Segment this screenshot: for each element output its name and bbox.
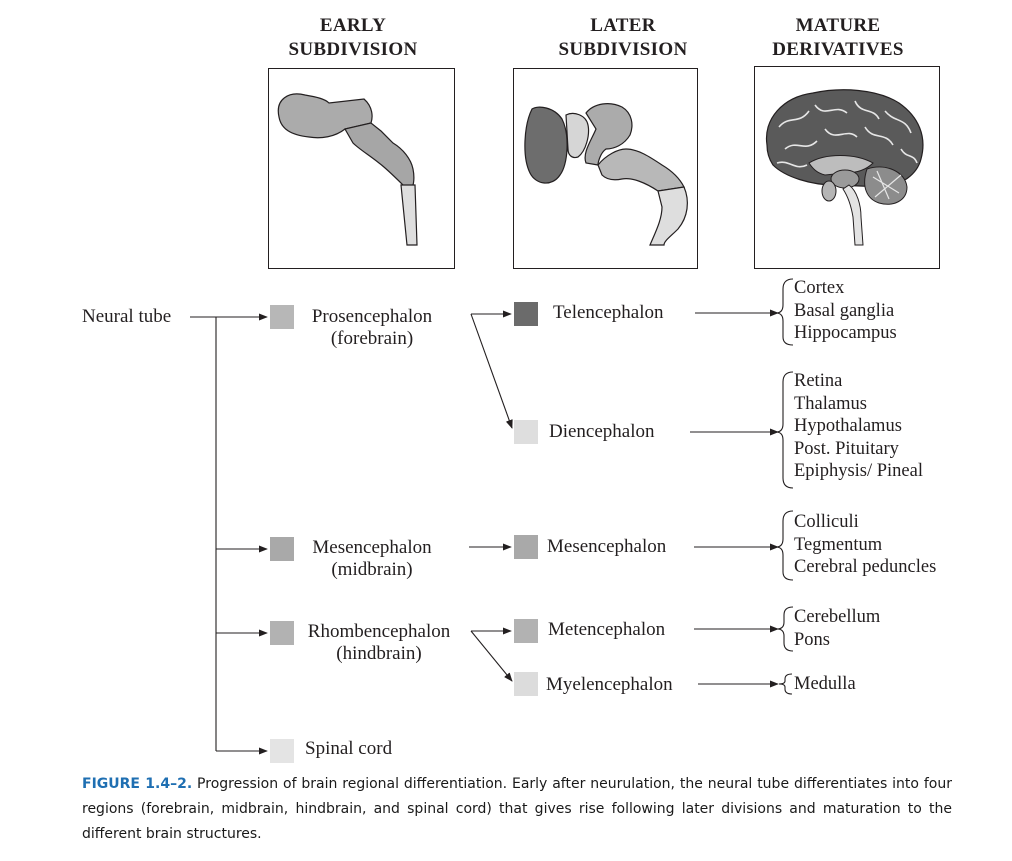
mesencephalon-later-swatch bbox=[514, 535, 538, 559]
myelencephalon-derivatives-list: Medulla bbox=[794, 673, 856, 696]
early-neural-tube-drawing bbox=[277, 93, 418, 246]
brace-myelencephalon bbox=[778, 673, 793, 695]
derivative-item: Medulla bbox=[794, 674, 856, 694]
header-early-line1: EARLY bbox=[319, 15, 387, 36]
telencephalon-swatch bbox=[514, 302, 538, 326]
derivative-item: Thalamus bbox=[794, 393, 867, 414]
header-mature-derivatives: MATURE DERIVATIVES bbox=[738, 14, 938, 62]
derivative-item: Cerebellum bbox=[794, 607, 881, 627]
metencephalon-swatch bbox=[514, 619, 538, 643]
derivative-item: Cerebral peduncles bbox=[794, 557, 937, 577]
derivative-item: Retina bbox=[794, 371, 843, 391]
brain-sagittal-drawing bbox=[765, 89, 924, 246]
prosencephalon-common-name: (forebrain) bbox=[330, 328, 414, 349]
myelencephalon-label: Myelencephalon bbox=[546, 674, 673, 695]
diencephalon-swatch bbox=[514, 420, 538, 444]
later-neural-tube-drawing bbox=[524, 103, 688, 246]
later-embryo-illustration bbox=[513, 68, 698, 269]
neural-tube-label: Neural tube bbox=[82, 306, 172, 327]
header-later-line1: LATER bbox=[590, 15, 656, 36]
header-mature-line1: MATURE bbox=[795, 15, 881, 36]
rhombencephalon-name: Rhombencephalon bbox=[307, 621, 451, 642]
spinal-cord-label: Spinal cord bbox=[305, 738, 393, 759]
mesencephalon-derivatives-list: Colliculi Tegmentum Cerebral peduncles bbox=[794, 511, 936, 579]
brace-mesencephalon bbox=[775, 510, 794, 581]
early-embryo-illustration bbox=[268, 68, 455, 269]
prosencephalon-swatch bbox=[270, 305, 294, 329]
derivative-item: Pons bbox=[794, 629, 830, 650]
rhombencephalon-common-name: (hindbrain) bbox=[336, 643, 422, 664]
derivative-item: Post. Pituitary bbox=[794, 438, 899, 459]
derivative-item: Hypothalamus bbox=[794, 416, 902, 436]
caption-text: Progression of brain regional differenti… bbox=[82, 776, 952, 842]
mesencephalon-early-name: Mesencephalon bbox=[312, 537, 432, 558]
header-early-line2: SUBDIVISION bbox=[288, 39, 418, 60]
header-mature-line2: DERIVATIVES bbox=[772, 39, 904, 60]
prosencephalon-name: Prosencephalon bbox=[311, 306, 433, 327]
brace-telencephalon bbox=[775, 278, 794, 346]
figure-label: FIGURE 1.4–2. bbox=[82, 776, 193, 792]
header-later-subdivision: LATER SUBDIVISION bbox=[523, 14, 723, 62]
derivative-item: Basal ganglia bbox=[794, 300, 895, 321]
diencephalon-label: Diencephalon bbox=[549, 421, 655, 442]
metencephalon-derivatives-list: Cerebellum Pons bbox=[794, 606, 880, 651]
derivative-item: Cortex bbox=[794, 278, 845, 298]
mesencephalon-early-swatch bbox=[270, 537, 294, 561]
telencephalon-label: Telencephalon bbox=[553, 302, 664, 323]
derivative-item: Tegmentum bbox=[794, 534, 883, 555]
derivative-item: Epiphysis/ Pineal bbox=[794, 461, 923, 481]
arrow-to-myelencephalon bbox=[470, 630, 513, 682]
brace-metencephalon bbox=[776, 606, 794, 652]
diencephalon-derivatives-list: Retina Thalamus Hypothalamus Post. Pitui… bbox=[794, 370, 923, 483]
metencephalon-label: Metencephalon bbox=[548, 619, 666, 640]
mesencephalon-early-label: Mesencephalon (midbrain) bbox=[304, 537, 440, 581]
mesencephalon-early-common-name: (midbrain) bbox=[331, 559, 413, 580]
rhombencephalon-swatch bbox=[270, 621, 294, 645]
derivative-item: Hippocampus bbox=[794, 323, 897, 343]
rhombencephalon-label: Rhombencephalon (hindbrain) bbox=[300, 621, 458, 665]
prosencephalon-label: Prosencephalon (forebrain) bbox=[304, 306, 440, 350]
spinal-cord-swatch bbox=[270, 739, 294, 763]
header-early-subdivision: EARLY SUBDIVISION bbox=[253, 14, 453, 62]
brace-diencephalon bbox=[775, 371, 794, 489]
arrow-to-diencephalon bbox=[470, 313, 513, 429]
mesencephalon-later-label: Mesencephalon bbox=[547, 536, 667, 557]
derivative-item: Colliculi bbox=[794, 512, 859, 532]
figure-caption: FIGURE 1.4–2. Progression of brain regio… bbox=[82, 772, 952, 847]
mature-brain-illustration bbox=[754, 66, 940, 269]
header-later-line2: SUBDIVISION bbox=[558, 39, 688, 60]
telencephalon-derivatives-list: Cortex Basal ganglia Hippocampus bbox=[794, 277, 897, 345]
myelencephalon-swatch bbox=[514, 672, 538, 696]
